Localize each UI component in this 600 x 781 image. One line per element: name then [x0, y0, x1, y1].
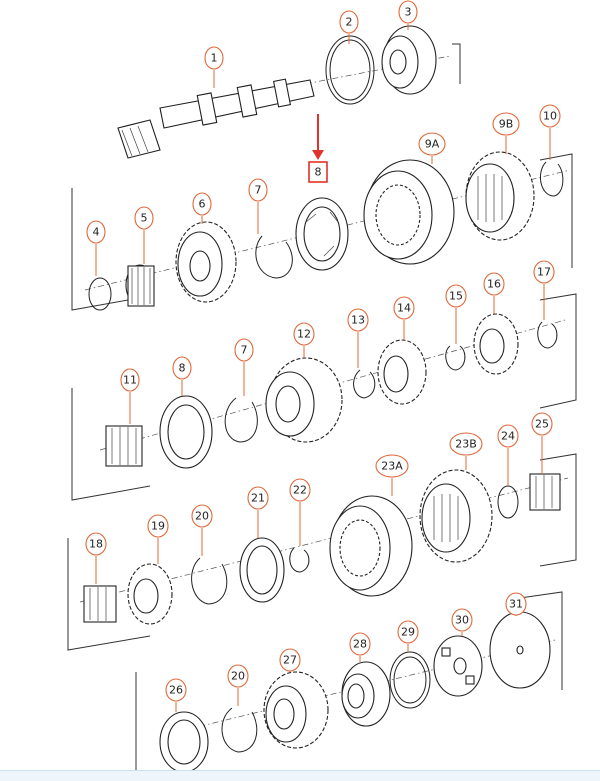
circlip-2 — [325, 35, 375, 105]
gear-27 — [263, 671, 329, 749]
callout-31: 31 — [509, 598, 523, 611]
gear-19 — [127, 563, 173, 625]
highlight-label: 8 — [315, 166, 322, 179]
callout-13: 13 — [351, 314, 365, 327]
bearing-28 — [341, 661, 391, 727]
callout-20-row4: 20 — [195, 510, 209, 523]
cover-disc-31 — [489, 611, 551, 689]
callout-5: 5 — [141, 212, 148, 225]
circlip-15 — [445, 345, 466, 371]
callout-1: 1 — [211, 52, 218, 65]
synchro-sleeve-23a — [329, 495, 413, 597]
synchro-hub-9b — [465, 151, 535, 241]
circlip-24 — [497, 485, 519, 519]
callout-14: 14 — [397, 302, 411, 315]
callout-27: 27 — [283, 654, 297, 667]
callout-3: 3 — [405, 6, 412, 19]
callout-11: 11 — [123, 374, 137, 387]
needle-bearing-11 — [105, 425, 143, 467]
spacer-ring-29 — [389, 651, 431, 709]
callout-6: 6 — [199, 198, 206, 211]
circlip-17 — [537, 321, 558, 349]
callout-2: 2 — [346, 16, 353, 29]
synchro-hub-23b — [419, 469, 493, 563]
bearing-3 — [381, 25, 437, 95]
snap-ring-4 — [88, 277, 112, 311]
gear-14 — [377, 339, 427, 405]
synchro-ring-26 — [159, 711, 209, 773]
callout-24: 24 — [501, 430, 515, 443]
callout-16: 16 — [487, 278, 501, 291]
gear-12 — [265, 357, 343, 443]
needle-bearing-5 — [125, 264, 155, 307]
callout-30: 30 — [455, 614, 469, 627]
synchro-ring-21 — [239, 537, 285, 603]
highlight-arrow — [312, 114, 324, 160]
callout-23B: 23B — [455, 438, 477, 451]
callout-7-row2: 7 — [255, 184, 262, 197]
synchro-sleeve-9a — [363, 159, 455, 265]
callout-9A: 9A — [425, 138, 440, 151]
synchro-ring-8a — [295, 197, 349, 271]
callout-12: 12 — [297, 328, 311, 341]
highlight-box — [308, 161, 328, 183]
callout-7-row3: 7 — [241, 344, 248, 357]
callout-20-row5: 20 — [231, 670, 245, 683]
circlip-7b — [224, 397, 258, 443]
flange-30 — [433, 635, 483, 697]
callout-29: 29 — [401, 626, 415, 639]
needle-bearing-18 — [83, 585, 117, 623]
callout-4: 4 — [93, 226, 100, 239]
callout-28: 28 — [353, 638, 367, 651]
callout-15: 15 — [449, 290, 463, 303]
callout-22: 22 — [293, 484, 307, 497]
circlip-13 — [353, 369, 376, 399]
callout-23A: 23A — [381, 460, 403, 473]
gear-6 — [175, 221, 237, 303]
circlip-22 — [289, 547, 310, 573]
callout-10: 10 — [543, 110, 557, 123]
callout-18: 18 — [89, 538, 103, 551]
circlip-20b — [221, 707, 258, 753]
gear-16 — [473, 313, 519, 375]
callout-17: 17 — [537, 266, 551, 279]
circlip-20a — [191, 557, 228, 605]
circlip-7a — [255, 235, 293, 279]
bottom-bar — [0, 770, 600, 781]
callout-9B: 9B — [499, 118, 514, 131]
callout-26: 26 — [169, 684, 183, 697]
callout-19: 19 — [151, 520, 165, 533]
callout-25: 25 — [535, 418, 549, 431]
circlip-10 — [539, 161, 564, 197]
synchro-ring-8b — [159, 395, 213, 469]
callout-8-row3: 8 — [179, 362, 186, 375]
panel-outlines — [67, 43, 577, 770]
input-shaft — [117, 78, 315, 159]
needle-bearing-25 — [529, 473, 561, 511]
callout-21: 21 — [251, 492, 265, 505]
